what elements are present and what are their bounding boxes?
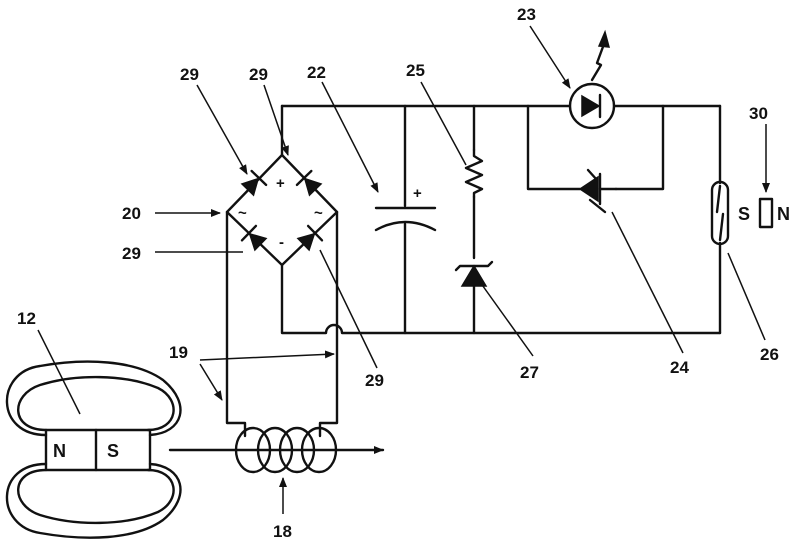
magnet-south-pole: S (107, 441, 119, 461)
small-magnet-south: S (738, 204, 750, 224)
capacitor: + (374, 185, 437, 232)
reed-switch (710, 180, 730, 246)
permanent-magnet: N S (5, 360, 182, 539)
label-25: 25 (406, 61, 425, 80)
label-30: 30 (749, 104, 768, 123)
led (568, 29, 616, 130)
resistor (464, 148, 484, 199)
bridge-ac-symbol-right: ~ (314, 205, 323, 222)
bottom-rail-wire (280, 263, 722, 335)
bridge-diode-bottom-left (240, 224, 268, 252)
label-29-bottom-left: 29 (122, 244, 141, 263)
bridge-diode-top-right (295, 169, 323, 197)
label-23: 23 (517, 5, 536, 24)
bridge-ac-symbol-left: ~ (238, 205, 247, 222)
thyristor (578, 168, 618, 214)
leader-lines (37, 25, 766, 514)
rectifier-bridge: + - ~ ~ (225, 153, 339, 267)
label-26: 26 (760, 345, 779, 364)
actuating-magnet: S N (738, 124, 790, 229)
thyristor-left-wire (526, 104, 582, 191)
ac-lead-left (225, 210, 247, 438)
coil (168, 426, 385, 474)
bridge-plus-symbol: + (276, 175, 285, 192)
bridge-minus-symbol: - (279, 234, 284, 251)
label-24: 24 (670, 358, 689, 377)
magnet-north-pole: N (53, 441, 66, 461)
capacitor-plus-symbol: + (413, 185, 422, 202)
bridge-diode-bottom-right (296, 224, 324, 252)
label-18: 18 (273, 522, 292, 541)
zener-diode (454, 260, 494, 287)
light-emission-arrow (590, 42, 606, 82)
small-magnet-north: N (777, 204, 790, 224)
bridge-diode-top-left (240, 169, 268, 197)
thyristor-right-wire (614, 104, 665, 191)
label-19: 19 (169, 343, 188, 362)
circuit-wiring (225, 104, 722, 438)
label-29-bottom-right: 29 (365, 371, 384, 390)
label-29-top-right: 29 (249, 65, 268, 84)
ac-lead-right (318, 210, 339, 438)
label-22: 22 (307, 63, 326, 82)
label-12: 12 (17, 309, 36, 328)
label-27: 27 (520, 363, 539, 382)
reference-numerals: 29 29 22 25 23 30 20 29 12 19 29 27 24 2… (17, 5, 779, 541)
bridge-diamond (225, 153, 339, 267)
label-20: 20 (122, 204, 141, 223)
label-29-top-left: 29 (180, 65, 199, 84)
